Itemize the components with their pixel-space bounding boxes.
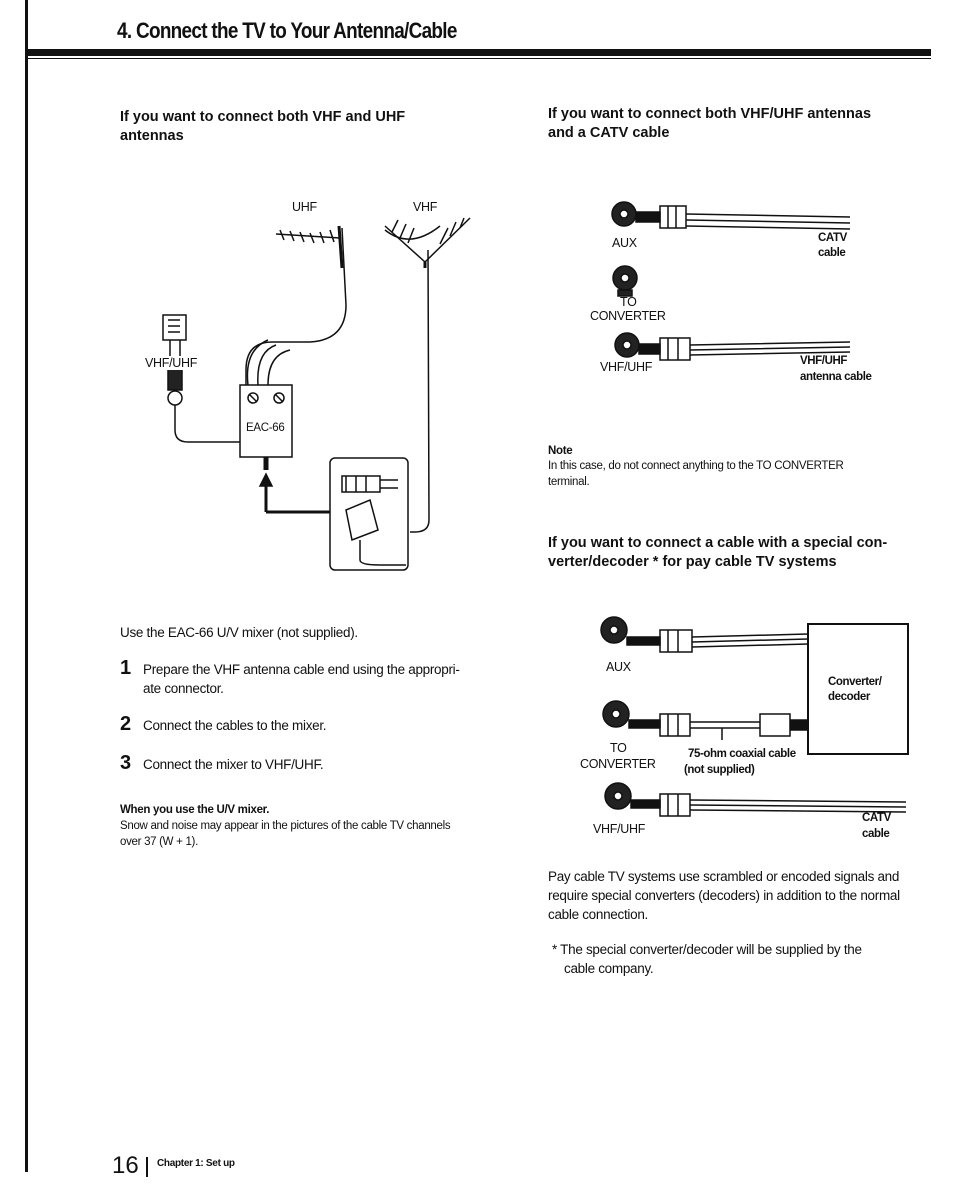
catv-cable-label-2: cable (862, 828, 890, 840)
page-left-rule (25, 0, 28, 1172)
catv-connection-diagram (611, 201, 851, 361)
footer-divider (146, 1157, 148, 1177)
decoder-label: Converter/ (828, 676, 882, 688)
step-1-number: 1 (120, 657, 132, 679)
right-bottom-heading: If you want to connect a cable with a sp… (548, 535, 888, 570)
converter-label: CONVERTER (590, 309, 666, 323)
aux-label: AUX (612, 236, 637, 250)
converter-label-2: CONVERTER (580, 757, 656, 771)
note-text: In this case, do not connect anything to… (548, 460, 844, 488)
step-3-text: Connect the mixer to VHF/UHF. (143, 757, 324, 772)
uhf-label: UHF (292, 200, 317, 214)
vhf-label: VHF (413, 200, 438, 214)
antenna-cable-label: antenna cable (800, 371, 872, 383)
left-heading: If you want to connect both VHF and UHF … (120, 109, 406, 144)
title-rule-thin (28, 58, 931, 59)
converter-decoder-diagram (600, 616, 909, 817)
to-label: TO (620, 295, 637, 309)
antenna-label: VHF/UHF (800, 355, 848, 367)
vhf-uhf-label: VHF/UHF (145, 356, 198, 370)
vhf-uhf-jack-label-2: VHF/UHF (593, 822, 646, 836)
title-rule (28, 49, 931, 56)
catv-label-2: CATV (862, 812, 891, 824)
page-title: 4. Connect the TV to Your Antenna/Cable (117, 18, 457, 43)
step-2-number: 2 (120, 713, 132, 735)
chapter-label: Chapter 1: Set up (157, 1158, 235, 1169)
page-number: 16 (112, 1152, 139, 1179)
aux-label-2: AUX (606, 660, 631, 674)
catv-label: CATV (818, 232, 847, 244)
mixer-note-title: When you use the U/V mixer. (120, 804, 270, 816)
decoder-label-2: decoder (828, 691, 870, 703)
coax-label-2: (not supplied) (684, 764, 755, 776)
mixer-note-text: Snow and noise may appear in the picture… (120, 820, 451, 848)
step-2-text: Connect the cables to the mixer. (143, 718, 327, 733)
coax-label: 75-ohm coaxial cable (688, 748, 796, 760)
mixer-label: EAC-66 (246, 422, 285, 434)
footnote: * The special converter/decoder will be … (552, 942, 862, 976)
right-top-heading: If you want to connect both VHF/UHF ante… (548, 106, 872, 141)
to-label-2: TO (610, 741, 627, 755)
pay-cable-paragraph: Pay cable TV systems use scrambled or en… (548, 869, 900, 922)
vhf-uhf-jack-label: VHF/UHF (600, 360, 653, 374)
catv-cable-label: cable (818, 247, 846, 259)
intro-text: Use the EAC-66 U/V mixer (not supplied). (120, 625, 358, 640)
note-title: Note (548, 445, 573, 457)
step-3-number: 3 (120, 752, 132, 774)
step-1-text: Prepare the VHF antenna cable end using … (143, 662, 460, 696)
